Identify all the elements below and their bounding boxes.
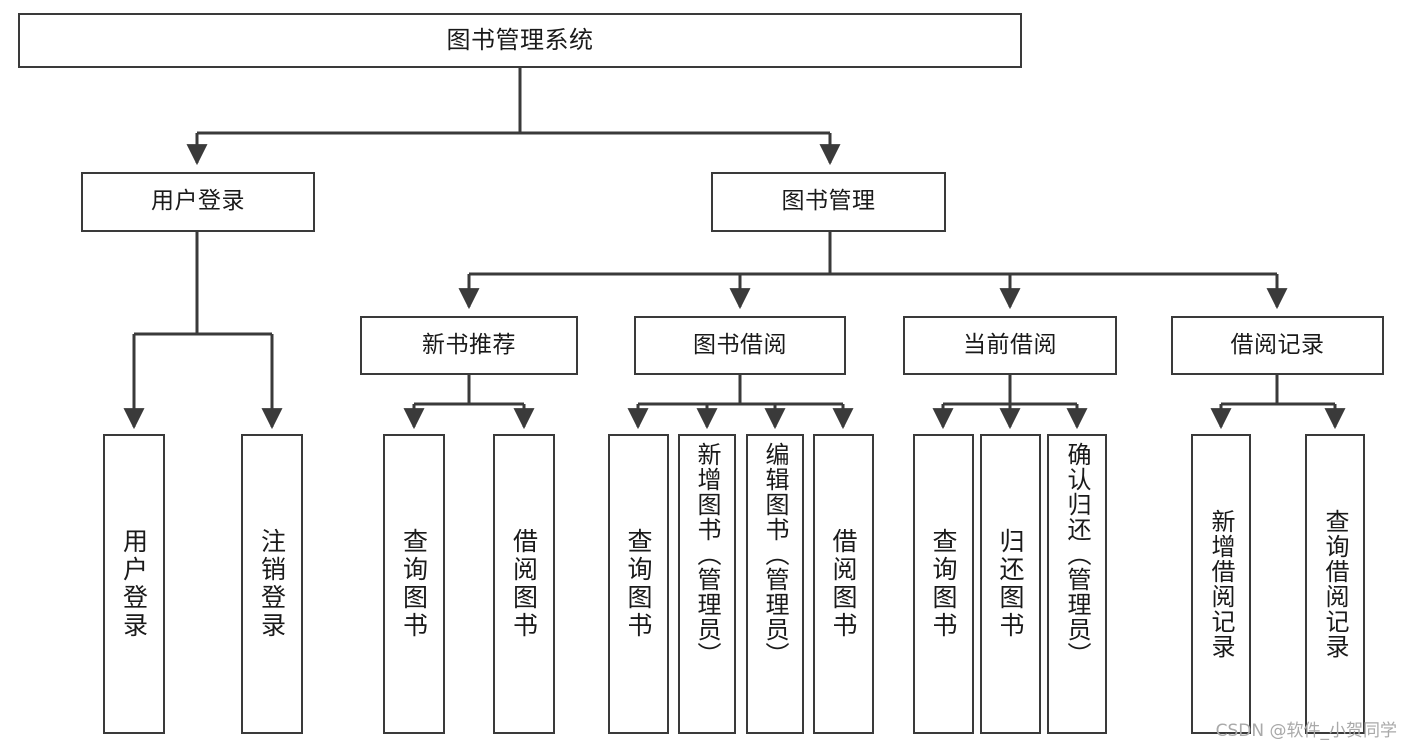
- leaf-recommend-borrow-book[interactable]: 借阅图书: [493, 434, 555, 734]
- node-label: 查询图书: [399, 528, 429, 640]
- leaf-recommend-query-book[interactable]: 查询图书: [383, 434, 445, 734]
- node-label: 当前借阅: [963, 331, 1057, 358]
- leaf-current-return-book[interactable]: 归还图书: [980, 434, 1041, 734]
- node-new-book-recommend[interactable]: 新书推荐: [360, 316, 578, 375]
- leaf-user-login[interactable]: 用户登录: [103, 434, 165, 734]
- node-user-login[interactable]: 用户登录: [81, 172, 315, 232]
- node-current-borrow[interactable]: 当前借阅: [903, 316, 1117, 375]
- csdn-watermark: CSDN @软件_小贺同学: [1215, 721, 1397, 741]
- node-label: 查询图书: [929, 528, 958, 640]
- leaf-borrow-add-book-admin[interactable]: 新增图书（管理员）: [678, 434, 736, 734]
- node-label: 查询借阅记录: [1321, 509, 1349, 659]
- node-label: 新增图书（管理员）: [693, 442, 721, 667]
- node-label: 查询图书: [624, 528, 653, 640]
- leaf-borrow-query-book[interactable]: 查询图书: [608, 434, 669, 734]
- node-label: 归还图书: [996, 528, 1025, 640]
- leaf-record-query-borrow-record[interactable]: 查询借阅记录: [1305, 434, 1365, 734]
- node-book-management[interactable]: 图书管理: [711, 172, 946, 232]
- node-label: 借阅记录: [1230, 331, 1325, 358]
- node-label: 借阅图书: [509, 528, 539, 640]
- node-root-system[interactable]: 图书管理系统: [18, 13, 1022, 68]
- leaf-borrow-edit-book-admin[interactable]: 编辑图书（管理员）: [746, 434, 804, 734]
- node-label: 新书推荐: [422, 331, 516, 358]
- node-label: 编辑图书（管理员）: [761, 442, 789, 667]
- node-label: 新增借阅记录: [1207, 509, 1235, 659]
- leaf-user-logout[interactable]: 注销登录: [241, 434, 303, 734]
- leaf-record-add-borrow-record[interactable]: 新增借阅记录: [1191, 434, 1251, 734]
- node-label: 用户登录: [119, 528, 149, 640]
- node-book-borrow[interactable]: 图书借阅: [634, 316, 846, 375]
- node-label: 用户登录: [151, 188, 245, 215]
- leaf-current-query-book[interactable]: 查询图书: [913, 434, 974, 734]
- node-label: 图书借阅: [693, 331, 787, 358]
- node-label: 图书管理: [781, 188, 876, 215]
- node-label: 确认归还（管理员）: [1063, 442, 1091, 667]
- node-label: 注销登录: [257, 528, 287, 640]
- node-label: 图书管理系统: [446, 26, 594, 55]
- node-borrow-record[interactable]: 借阅记录: [1171, 316, 1384, 375]
- leaf-current-confirm-return-admin[interactable]: 确认归还（管理员）: [1047, 434, 1107, 734]
- node-label: 借阅图书: [829, 528, 858, 640]
- leaf-borrow-borrow-book[interactable]: 借阅图书: [813, 434, 874, 734]
